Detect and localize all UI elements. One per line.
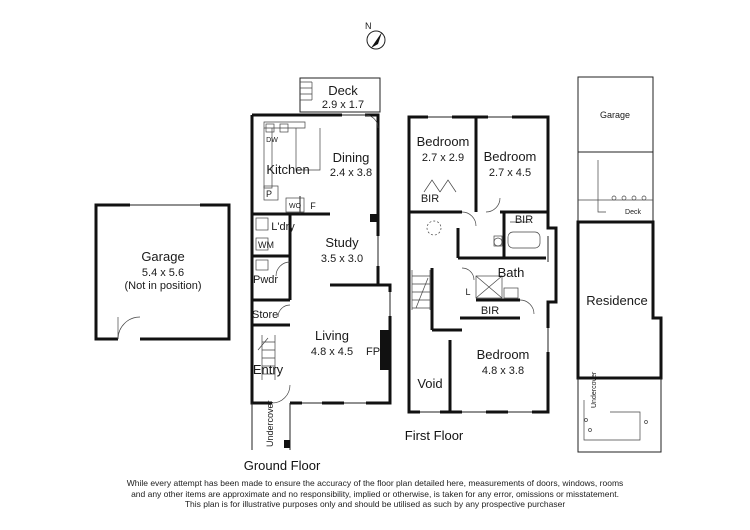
site-deck-label: Deck <box>625 209 641 216</box>
linen-label: L <box>465 287 470 297</box>
bedroom1-name: Bedroom <box>417 134 470 149</box>
living-dims: 4.8 x 4.5 <box>311 346 353 358</box>
garage-left-name: Garage <box>141 249 184 264</box>
disclaimer-line-1: While every attempt has been made to ens… <box>126 478 624 488</box>
undercover-label: Undercover <box>265 400 275 447</box>
living-name: Living <box>315 328 349 343</box>
fireplace-label: FP <box>366 346 380 358</box>
fridge-label: F <box>310 201 316 211</box>
disclaimer-line-3: This plan is for illustrative purposes o… <box>184 499 566 509</box>
dining-name: Dining <box>333 150 370 165</box>
dining-dims: 2.4 x 3.8 <box>330 167 372 179</box>
garage-left-note: (Not in position) <box>124 280 201 292</box>
bedroom3-dims: 4.8 x 3.8 <box>482 365 524 377</box>
bir-label-2: BIR <box>515 214 533 226</box>
site-plan: Garage Deck Residence Undercover <box>576 76 663 453</box>
ground-floor-plan: Deck 2.9 x 1.7 <box>244 77 392 473</box>
first-floor-label: First Floor <box>405 428 464 443</box>
store-label: Store <box>252 309 278 321</box>
bath-label: Bath <box>498 265 525 280</box>
void-label: Void <box>417 376 442 391</box>
wall-oven-label: WO <box>289 203 302 210</box>
kitchen-label: Kitchen <box>266 162 309 177</box>
bedroom3-name: Bedroom <box>477 347 530 362</box>
bir-label-3: BIR <box>481 305 499 317</box>
site-residence-label: Residence <box>586 293 647 308</box>
site-garage-label: Garage <box>600 110 630 120</box>
north-arrow-icon: N <box>365 21 386 50</box>
disclaimer-line-2: and any other items are approximate and … <box>131 488 619 499</box>
dishwasher-label: DW <box>266 137 278 144</box>
bedroom2-dims: 2.7 x 4.5 <box>489 167 531 179</box>
study-name: Study <box>325 235 359 250</box>
first-floor-plan: Bedroom 2.7 x 2.9 Bedroom 2.7 x 4.5 BIR … <box>405 115 558 443</box>
washing-machine-label: WM <box>258 240 274 250</box>
laundry-label: L'dry <box>271 221 295 233</box>
bedroom1-dims: 2.7 x 2.9 <box>422 152 464 164</box>
bir-label-1: BIR <box>421 193 439 205</box>
entry-label: Entry <box>253 362 284 377</box>
ground-floor-label: Ground Floor <box>244 458 321 473</box>
compass-label: N <box>365 21 372 31</box>
garage-left: Garage 5.4 x 5.6 (Not in position) <box>94 203 231 341</box>
powder-room-label: Pwdr <box>253 274 278 286</box>
garage-left-dims: 5.4 x 5.6 <box>142 267 184 279</box>
deck-name: Deck <box>328 83 358 98</box>
pantry-label: P <box>266 189 272 199</box>
deck-dims: 2.9 x 1.7 <box>322 99 364 111</box>
disclaimer: While every attempt has been made to ens… <box>0 478 750 510</box>
site-undercover-label: Undercover <box>591 371 598 408</box>
study-dims: 3.5 x 3.0 <box>321 253 363 265</box>
bedroom2-name: Bedroom <box>484 149 537 164</box>
